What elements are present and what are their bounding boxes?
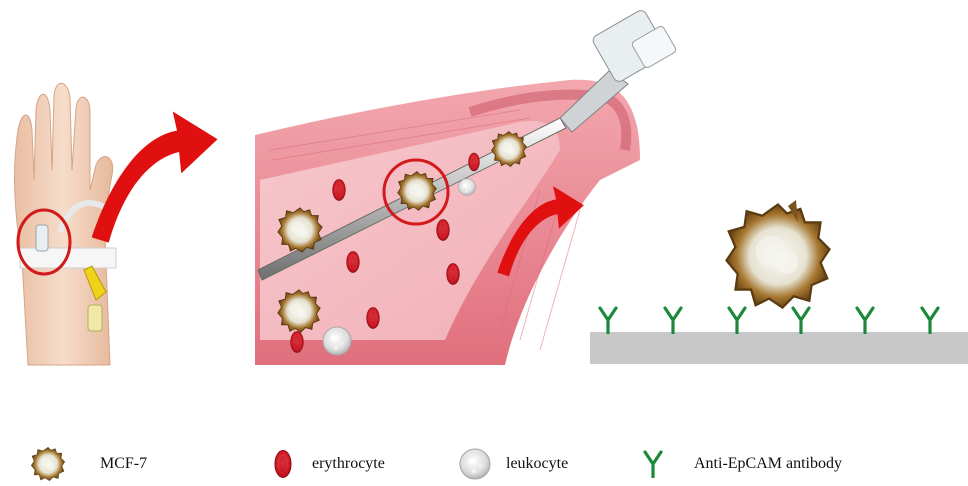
- iv-port: [88, 305, 102, 331]
- erythrocyte-icon: [347, 252, 360, 273]
- legend-item-erythrocyte: erythrocyte: [272, 444, 385, 484]
- capture-substrate: [590, 200, 968, 364]
- legend-item-mcf7: MCF-7: [28, 444, 147, 484]
- antibody-y-icon: [922, 308, 938, 333]
- erythrocyte-icon: [367, 308, 380, 329]
- erythrocyte-icon: [469, 153, 480, 171]
- legend-label-antibody: Anti-EpCAM antibody: [694, 455, 842, 473]
- legend-item-leukocyte: leukocyte: [458, 444, 568, 484]
- antibody-y-icon: [642, 449, 664, 479]
- antibody-y-icon: [600, 308, 616, 333]
- erythrocyte-icon: [333, 180, 346, 201]
- antibody-y-icon: [729, 308, 745, 333]
- antibody-y-icon: [665, 308, 681, 333]
- leukocyte-icon: [458, 447, 492, 481]
- erythrocyte-icon: [447, 264, 460, 285]
- mcf7-cell-icon: [28, 444, 68, 484]
- legend-label-erythrocyte: erythrocyte: [312, 455, 385, 473]
- antibody-y-icon: [857, 308, 873, 333]
- erythrocyte-icon: [291, 332, 304, 353]
- legend-label-mcf7: MCF-7: [100, 455, 147, 473]
- iv-cannula: [36, 225, 48, 251]
- leukocyte-icon: [459, 179, 476, 196]
- leukocyte-icon: [323, 327, 351, 355]
- substrate-bar: [590, 332, 968, 364]
- legend-label-leukocyte: leukocyte: [506, 455, 568, 473]
- erythrocyte-icon: [272, 447, 294, 481]
- mcf7-cell-icon: [726, 204, 829, 307]
- antibody-y-icon: [793, 308, 809, 333]
- erythrocyte-icon: [437, 220, 450, 241]
- legend-item-antibody: Anti-EpCAM antibody: [642, 444, 842, 484]
